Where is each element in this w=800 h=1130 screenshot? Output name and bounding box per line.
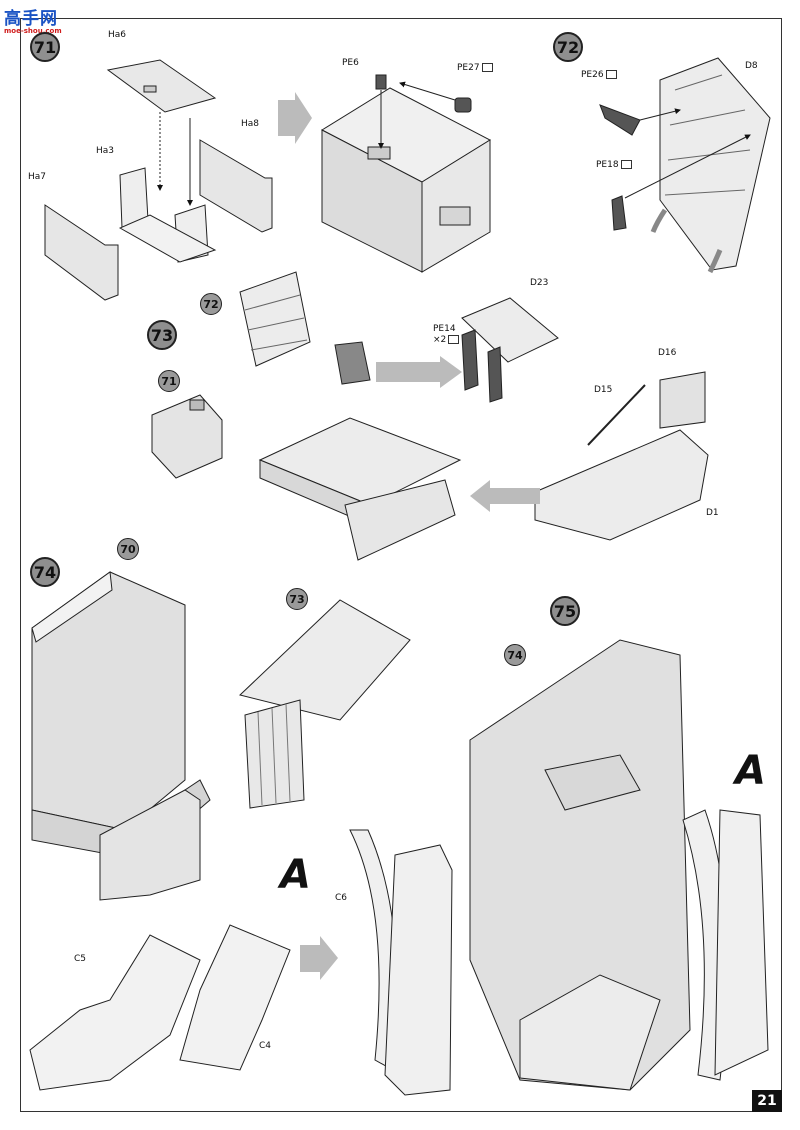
page-frame (20, 18, 782, 1112)
label-c4: C4 (259, 1041, 272, 1051)
step-74-badge: 74 (30, 557, 60, 587)
step71-parts (44, 59, 273, 301)
ref-71: 71 (158, 370, 180, 392)
label-d1: D1 (706, 508, 719, 518)
label-d8: D8 (745, 61, 758, 71)
label-pe26: PE26 (581, 70, 617, 80)
ref-73: 73 (286, 588, 308, 610)
c6-ladder (349, 829, 453, 1096)
logo-main-text: 高手网 (4, 9, 58, 29)
page-number: 21 (752, 1090, 782, 1112)
step74-assembly (31, 571, 411, 901)
label-pe18: PE18 (596, 160, 632, 170)
arrow-71 (278, 92, 312, 144)
logo-sub-text: moe-shou.com (4, 27, 62, 35)
label-ha3: Ha3 (96, 146, 115, 156)
label-d16: D16 (658, 348, 677, 358)
step-72-badge: 72 (553, 32, 583, 62)
step75-assembly (469, 639, 769, 1091)
label-pe6: PE6 (342, 58, 359, 68)
arrow-A (300, 936, 338, 980)
photo-etch-icon (605, 70, 617, 79)
arrow-73b (470, 480, 540, 512)
photo-etch-icon (448, 335, 460, 344)
label-ha6: Ha6 (108, 30, 127, 40)
ref-74: 74 (504, 644, 526, 666)
photo-etch-icon (620, 160, 632, 169)
label-pe14-qty-text: ×2 (433, 335, 447, 345)
callout-a-left: A (280, 852, 311, 898)
label-d15: D15 (594, 385, 613, 395)
label-c5: C5 (74, 954, 87, 964)
arrow-73a (376, 356, 462, 388)
label-ha7: Ha7 (28, 172, 47, 182)
step73-parts (151, 271, 709, 561)
label-pe18-text: PE18 (596, 160, 619, 170)
label-pe26-text: PE26 (581, 70, 604, 80)
step72-door (599, 57, 771, 274)
site-logo: 高手网 moe-shou.com (4, 4, 62, 35)
label-pe14: PE14 (433, 324, 456, 334)
photo-etch-icon (481, 63, 493, 72)
label-pe27-text: PE27 (457, 63, 480, 73)
label-ha8: Ha8 (241, 119, 260, 129)
ref-72: 72 (200, 293, 222, 315)
label-pe27: PE27 (457, 63, 493, 73)
ref-70: 70 (117, 538, 139, 560)
step-75-badge: 75 (550, 596, 580, 626)
label-pe14-qty: ×2 (433, 335, 460, 345)
stairs-c5-c4 (29, 924, 291, 1091)
step-73-badge: 73 (147, 320, 177, 350)
step-71-badge: 71 (30, 32, 60, 62)
callout-a-right: A (735, 748, 766, 794)
label-c6: C6 (335, 893, 348, 903)
step71-assembled (320, 74, 492, 273)
label-d23: D23 (530, 278, 549, 288)
